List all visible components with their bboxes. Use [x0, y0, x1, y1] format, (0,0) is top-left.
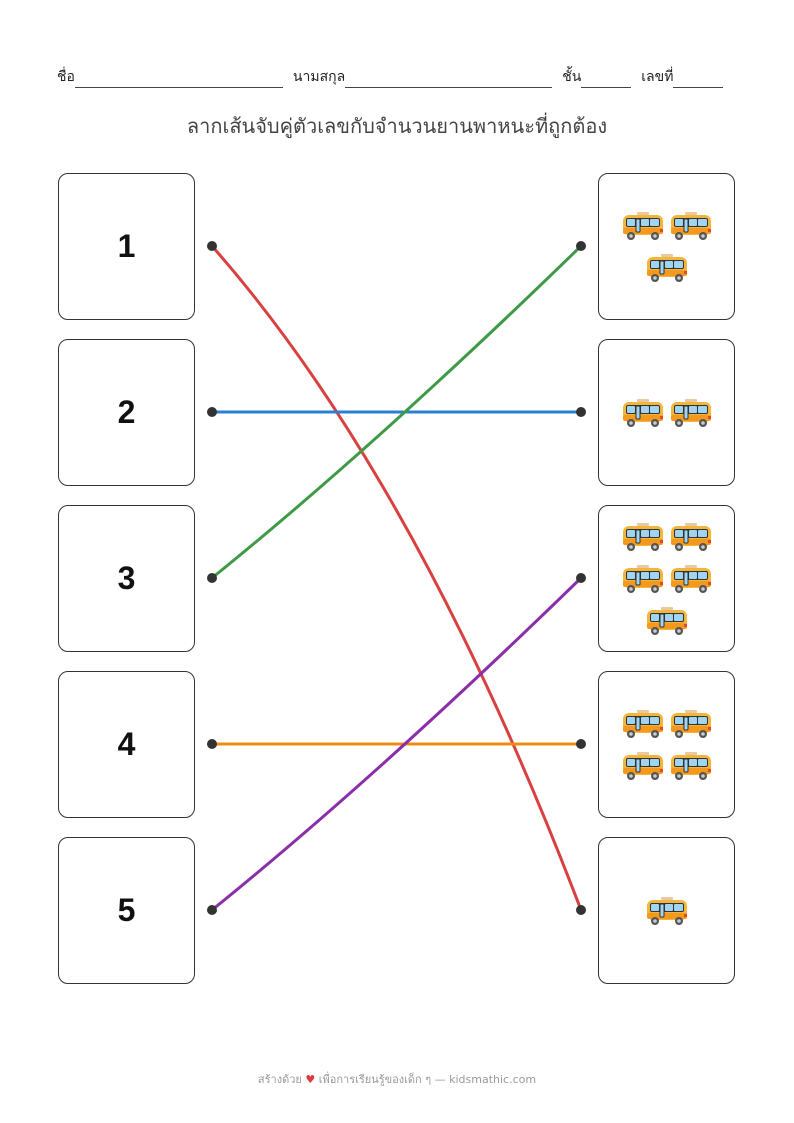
class-line[interactable] [581, 73, 632, 88]
number-line[interactable] [673, 73, 724, 88]
number-card: 4 [58, 671, 195, 818]
footer-suffix: เพื่อการเรียนรู้ของเด็ก ๆ — kidsmathic.c… [318, 1073, 537, 1086]
name-label: ชื่อ [57, 69, 75, 85]
vehicle-row [620, 210, 714, 242]
vehicle-group [599, 838, 734, 983]
name-field[interactable]: ชื่อ [57, 66, 293, 88]
vehicle-row [644, 605, 690, 637]
minibus-icon [670, 709, 711, 738]
worksheet-title: ลากเส้นจับคู่ตัวเลขกับจำนวนยานพาหนะที่ถู… [186, 114, 608, 138]
minibus-icon [670, 398, 711, 427]
number-value: 5 [117, 892, 136, 928]
vehicle-card [598, 339, 735, 486]
left-anchor-dot[interactable] [207, 739, 217, 749]
surname-line[interactable] [345, 73, 553, 88]
vehicle-row [644, 895, 690, 927]
vehicle-row [620, 708, 714, 740]
number-label: เลขที่ [641, 69, 674, 85]
minibus-icon [670, 564, 711, 593]
minibus-icon [622, 751, 663, 780]
right-anchor-dot[interactable] [576, 573, 586, 583]
student-info-row: ชื่อ นามสกุล ชั้น เลขที่ [57, 66, 749, 88]
vehicle-group [599, 174, 734, 319]
name-line[interactable] [74, 73, 283, 88]
minibus-icon [646, 896, 687, 925]
minibus-icon [670, 211, 711, 240]
vehicle-group [599, 340, 734, 485]
vehicle-group [599, 672, 734, 817]
match-line[interactable] [210, 245, 583, 911]
right-anchor-dot[interactable] [576, 407, 586, 417]
minibus-icon [622, 709, 663, 738]
class-label: ชั้น [562, 69, 582, 85]
number-value: 2 [117, 394, 136, 430]
footer-prefix: สร้างด้วย [257, 1073, 302, 1086]
left-anchor-dot[interactable] [207, 573, 217, 583]
minibus-icon [646, 253, 687, 282]
class-field[interactable]: ชั้น [562, 66, 641, 88]
vehicle-card [598, 837, 735, 984]
heart-icon: ♥ [305, 1073, 316, 1086]
number-card: 2 [58, 339, 195, 486]
right-anchor-dot[interactable] [576, 905, 586, 915]
vehicle-card [598, 173, 735, 320]
vehicle-row [644, 252, 690, 284]
left-anchor-dot[interactable] [207, 241, 217, 251]
vehicle-row [620, 521, 714, 553]
surname-label: นามสกุล [292, 69, 346, 85]
vehicle-row [620, 563, 714, 595]
number-value: 1 [117, 228, 136, 264]
number-card: 1 [58, 173, 195, 320]
match-line[interactable] [211, 244, 583, 580]
minibus-icon [622, 564, 663, 593]
right-anchor-dot[interactable] [576, 241, 586, 251]
minibus-icon [670, 751, 711, 780]
minibus-icon [622, 398, 663, 427]
vehicle-card [598, 505, 735, 652]
match-line[interactable] [211, 576, 583, 912]
vehicle-row [620, 397, 714, 429]
right-anchor-dot[interactable] [576, 739, 586, 749]
number-field[interactable]: เลขที่ [641, 66, 724, 88]
minibus-icon [622, 522, 663, 551]
number-value: 4 [117, 726, 136, 762]
number-card: 3 [58, 505, 195, 652]
footer: สร้างด้วย ♥ เพื่อการเรียนรู้ของเด็ก ๆ — … [0, 1070, 794, 1088]
vehicle-row [620, 750, 714, 782]
left-anchor-dot[interactable] [207, 407, 217, 417]
number-value: 3 [117, 560, 136, 596]
vehicle-group [599, 506, 734, 651]
number-card: 5 [58, 837, 195, 984]
left-anchor-dot[interactable] [207, 905, 217, 915]
minibus-icon [646, 606, 687, 635]
minibus-icon [622, 211, 663, 240]
minibus-icon [670, 522, 711, 551]
vehicle-card [598, 671, 735, 818]
surname-field[interactable]: นามสกุล [293, 66, 562, 88]
